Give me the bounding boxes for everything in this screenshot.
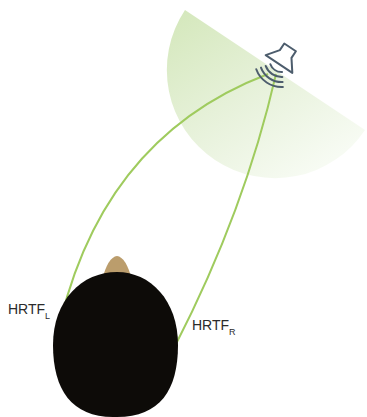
sound-waves — [253, 59, 289, 91]
ear-subscript: L — [45, 312, 50, 321]
transfer-label: HRTF — [192, 318, 229, 332]
right-path-curve — [175, 74, 276, 346]
head-top-view — [53, 272, 178, 417]
ear-subscript: R — [229, 328, 236, 337]
transfer-label: HRTF — [8, 302, 45, 316]
radiation-fan — [167, 10, 365, 178]
speaker-symbol — [253, 38, 303, 91]
